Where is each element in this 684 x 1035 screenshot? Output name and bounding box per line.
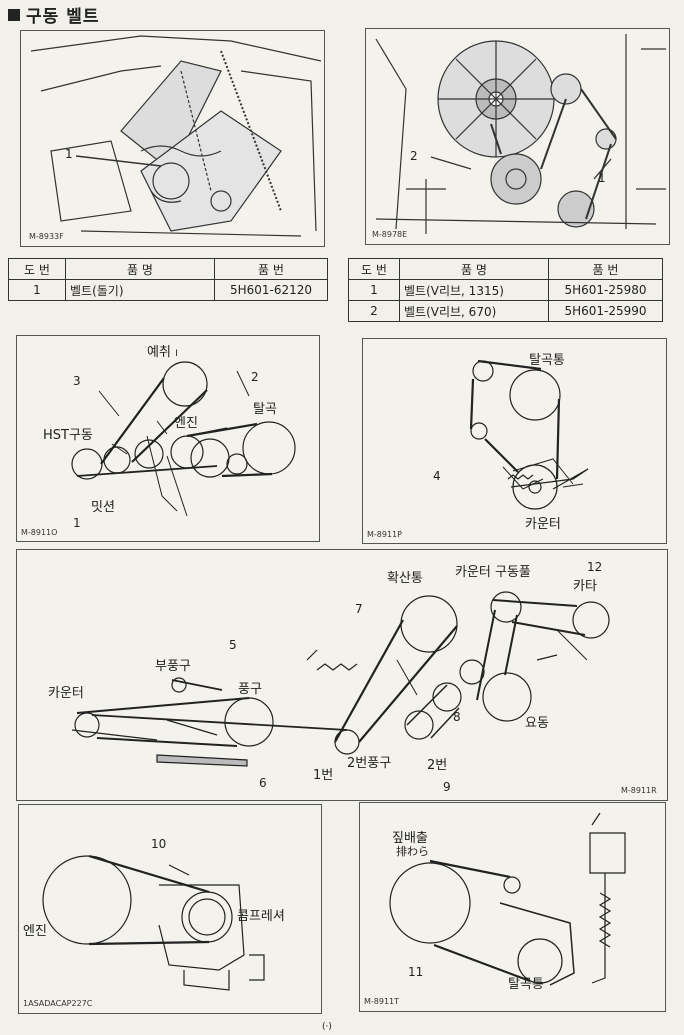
diagram-straw-discharge-belt: 짚배출 排わら 11 탈곡통 M-8911T bbox=[359, 802, 666, 1012]
table-cell: 1 bbox=[348, 279, 400, 301]
figure-code: M-8933F bbox=[29, 232, 64, 241]
callout-6: 6 bbox=[259, 776, 267, 790]
page-title: 구동 벨트 bbox=[8, 2, 99, 27]
label-engine: 엔진 bbox=[174, 416, 198, 431]
parts-table-left: 도 번 품 명 품 번 1 벨트(돌기) 5H601-62120 bbox=[8, 258, 328, 301]
callout-7: 7 bbox=[355, 602, 363, 616]
callout-12: 12 bbox=[587, 560, 603, 574]
figure-code: M-8911R bbox=[621, 786, 657, 795]
table-header-row: 도 번 품 명 품 번 bbox=[8, 258, 328, 280]
diagram-fan-counter-belts: 확산통 카운터 구동풀 12 카타 7 5 부풍구 풍구 카운터 8 요동 2번… bbox=[16, 549, 668, 801]
header-cell: 품 번 bbox=[214, 258, 328, 280]
callout-11: 11 bbox=[408, 965, 424, 979]
table-cell: 5H601-25980 bbox=[548, 279, 663, 301]
page-title-text: 구동 벨트 bbox=[26, 7, 100, 27]
callout-8: 8 bbox=[453, 710, 461, 724]
parts-table-right: 도 번 품 명 품 번 1 벨트(V리브, 1315) 5H601-25980 … bbox=[348, 258, 663, 322]
label-straw: 짚배출 bbox=[392, 831, 428, 846]
callout-1: 1 bbox=[65, 147, 73, 161]
label-drum: 탈곡통 bbox=[529, 353, 565, 368]
callout-4: 4 bbox=[433, 469, 441, 483]
page-number: (·) bbox=[322, 1022, 332, 1032]
diagram-compressor-belt: 10 엔진 콤프레셔 1ASADACAP227C bbox=[18, 804, 322, 1014]
label-sub-fan: 부풍구 bbox=[155, 659, 191, 674]
label-no1: 1번 bbox=[313, 768, 334, 783]
label-pre-mark: I bbox=[175, 349, 178, 359]
photo-engine-fan-belt: 2 1 M-8978E bbox=[365, 28, 670, 245]
callout-3: 3 bbox=[73, 374, 81, 388]
label-pre: 예취 I bbox=[147, 341, 178, 360]
diagram-hst-belts: 예취 I 3 2 탈곡 엔진 HST구동 1 밋션 M-8911O bbox=[16, 335, 320, 542]
label-mission: 밋션 bbox=[91, 500, 115, 515]
label-counter: 카운터 bbox=[525, 517, 561, 532]
header-cell: 품 번 bbox=[548, 258, 663, 280]
figure-code: M-8911P bbox=[367, 530, 402, 539]
callout-1: 1 bbox=[73, 516, 81, 530]
label-no2: 2번 bbox=[427, 758, 448, 773]
label-no2-fan: 2번풍구 bbox=[347, 756, 392, 771]
title-square-icon bbox=[8, 9, 20, 21]
table-cell: 5H601-25990 bbox=[548, 300, 663, 322]
callout-5: 5 bbox=[229, 638, 237, 652]
callout-9: 9 bbox=[443, 780, 451, 794]
table-cell: 벨트(돌기) bbox=[65, 279, 215, 301]
label-pre-text: 예취 bbox=[147, 345, 171, 360]
callout-1: 1 bbox=[598, 171, 606, 185]
label-hst: HST구동 bbox=[43, 428, 93, 443]
figure-code: M-8911O bbox=[21, 528, 58, 537]
table-cell: 벨트(V리브, 1315) bbox=[399, 279, 549, 301]
label-kata: 카타 bbox=[573, 579, 597, 594]
table-row: 1 벨트(돌기) 5H601-62120 bbox=[8, 279, 328, 301]
header-cell: 품 명 bbox=[65, 258, 215, 280]
photo-1-drawing bbox=[30, 35, 322, 237]
figure-code: M-8978E bbox=[372, 230, 408, 239]
figure-code: M-8911T bbox=[364, 997, 400, 1006]
label-thresh: 탈곡 bbox=[253, 402, 277, 417]
table-cell: 벨트(V리브, 670) bbox=[399, 300, 549, 322]
table-cell: 5H601-62120 bbox=[214, 279, 328, 301]
callout-2: 2 bbox=[251, 370, 259, 384]
label-counter: 카운터 bbox=[48, 686, 84, 701]
label-fan: 풍구 bbox=[238, 682, 262, 697]
header-cell: 도 번 bbox=[8, 258, 66, 280]
table-row: 1 벨트(V리브, 1315) 5H601-25980 bbox=[348, 279, 663, 301]
callout-2: 2 bbox=[410, 149, 418, 163]
label-counter-pulley: 카운터 구동풀 bbox=[455, 565, 531, 580]
diagram-thresh-drum: 탈곡통 4 카운터 M-8911P bbox=[362, 338, 667, 544]
table-cell: 2 bbox=[348, 300, 400, 322]
label-spread: 확산통 bbox=[387, 571, 423, 586]
diagram-r-drawing bbox=[71, 591, 610, 767]
diagram-p-drawing bbox=[469, 359, 589, 510]
figure-code: 1ASADACAP227C bbox=[23, 999, 93, 1008]
diagram-t-drawing bbox=[389, 812, 626, 986]
diagram-o-drawing bbox=[71, 361, 296, 517]
label-straw-jp: 排わら bbox=[396, 845, 429, 858]
photo-thresher-chain: 1 M-8933F bbox=[20, 30, 325, 247]
label-swing: 요동 bbox=[525, 716, 549, 731]
table-row: 2 벨트(V리브, 670) 5H601-25990 bbox=[348, 300, 663, 322]
table-cell: 1 bbox=[8, 279, 66, 301]
diagram-c-drawing bbox=[42, 854, 265, 991]
photo-2-drawing bbox=[375, 34, 666, 234]
label-drum: 탈곡통 bbox=[508, 977, 544, 992]
header-cell: 도 번 bbox=[348, 258, 400, 280]
table-header-row: 도 번 품 명 품 번 bbox=[348, 258, 663, 280]
label-engine: 엔진 bbox=[23, 924, 47, 939]
callout-10: 10 bbox=[151, 837, 167, 851]
header-cell: 품 명 bbox=[399, 258, 549, 280]
label-compressor: 콤프레셔 bbox=[237, 909, 285, 924]
